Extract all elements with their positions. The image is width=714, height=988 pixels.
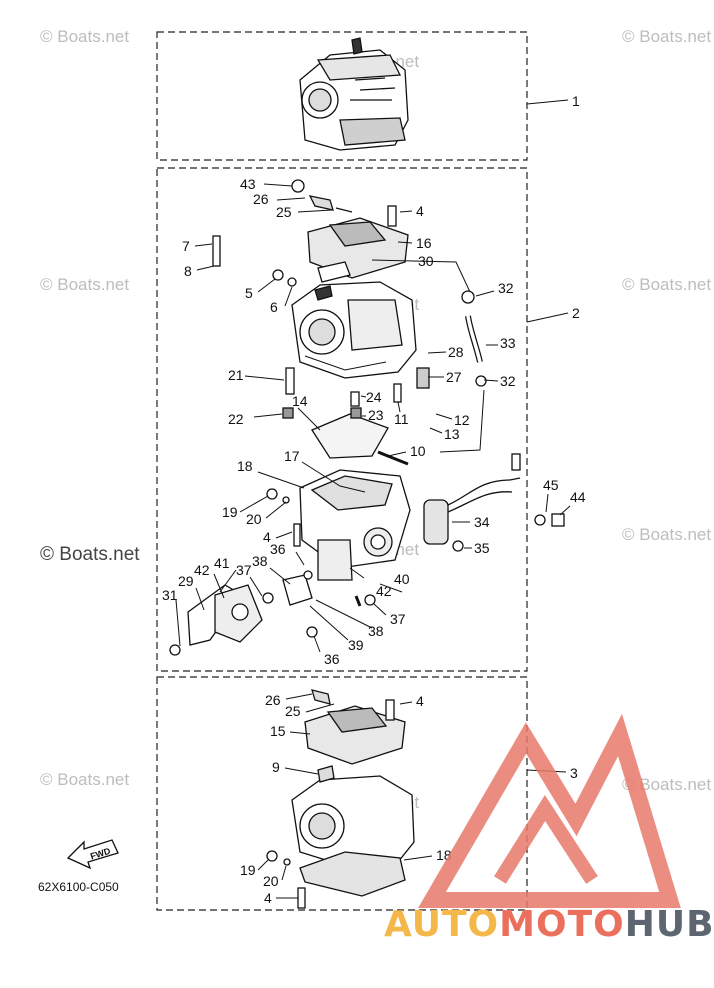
brand-part-moto: MOTO [499, 904, 625, 945]
callout-41: 41 [214, 555, 230, 571]
section-frames [156, 31, 528, 911]
carburetor-assembly-bottom [266, 689, 415, 909]
callout-5: 5 [245, 285, 253, 301]
callout-21: 21 [228, 367, 244, 383]
callout-40: 40 [394, 571, 410, 587]
callout-34: 34 [474, 514, 490, 530]
callout-13: 13 [444, 426, 460, 442]
callout-28: 28 [448, 344, 464, 360]
callout-1: 1 [572, 93, 580, 109]
watermark-text: © Boats.net [40, 770, 129, 789]
callout-26: 26 [253, 191, 269, 207]
callout-32: 32 [498, 280, 514, 296]
callout-44: 44 [570, 489, 586, 505]
callout-20: 20 [263, 873, 279, 889]
callout-38: 38 [252, 553, 268, 569]
callout-9: 9 [272, 759, 280, 775]
callout-33: 33 [500, 335, 516, 351]
callout-3: 3 [570, 765, 578, 781]
watermark-text: © Boats.net [40, 27, 129, 46]
callout-16: 16 [416, 235, 432, 251]
callout-38: 38 [368, 623, 384, 639]
callout-24: 24 [366, 389, 382, 405]
callout-20: 20 [246, 511, 262, 527]
callout-43: 43 [240, 176, 256, 192]
watermark-text: © Boats.net [622, 27, 711, 46]
callout-35: 35 [474, 540, 490, 556]
carburetor-assembly-top [299, 37, 409, 151]
frame-assembly-2 [156, 167, 528, 672]
callout-8: 8 [184, 263, 192, 279]
callout-31: 31 [162, 587, 178, 603]
callout-22: 22 [228, 411, 244, 427]
callout-4: 4 [416, 693, 424, 709]
callout-4: 4 [264, 890, 272, 906]
watermark-text: © Boats.net [40, 275, 129, 294]
watermark-text: © Boats.net [40, 544, 140, 565]
brand-part-auto: AUTO [384, 904, 500, 945]
watermark-text: © Boats.net [622, 525, 711, 544]
watermark-text: © Boats.net [622, 275, 711, 294]
callout-45: 45 [543, 477, 559, 493]
callout-39: 39 [348, 637, 364, 653]
callout-30: 30 [418, 253, 434, 269]
callout-19: 19 [222, 504, 238, 520]
callout-36: 36 [324, 651, 340, 667]
carburetor-assembly-middle [169, 179, 565, 656]
callout-29: 29 [178, 573, 194, 589]
callout-42: 42 [376, 583, 392, 599]
callout-25: 25 [276, 204, 292, 220]
callout-12: 12 [454, 412, 470, 428]
callout-4: 4 [263, 529, 271, 545]
frame-assembly-3 [156, 676, 528, 911]
fwd-arrow-icon: FWD [66, 839, 119, 870]
frame-assembly-1 [156, 31, 528, 161]
callout-32: 32 [500, 373, 516, 389]
brand-part-hub: HUB [624, 904, 714, 945]
callout-37: 37 [390, 611, 406, 627]
callout-23: 23 [368, 407, 384, 423]
callout-19: 19 [240, 862, 256, 878]
brand-wordmark: AUTOMOTOHUB [384, 904, 714, 945]
callout-36: 36 [270, 541, 286, 557]
callout-15: 15 [270, 723, 286, 739]
callout-7: 7 [182, 238, 190, 254]
callout-10: 10 [410, 443, 426, 459]
callout-6: 6 [270, 299, 278, 315]
callout-27: 27 [446, 369, 462, 385]
callout-37: 37 [236, 562, 252, 578]
callout-4: 4 [416, 203, 424, 219]
callout-25: 25 [285, 703, 301, 719]
leader-lines [175, 99, 571, 899]
callout-26: 26 [265, 692, 281, 708]
callout-14: 14 [292, 393, 308, 409]
callout-labels: 1 2 3 43 26 25 4 7 16 8 30 32 5 6 33 28 … [162, 93, 586, 906]
drawing-code: 62X6100-C050 [38, 880, 119, 894]
callout-42: 42 [194, 562, 210, 578]
callout-17: 17 [284, 448, 300, 464]
callout-11: 11 [394, 411, 409, 427]
callout-18: 18 [237, 458, 253, 474]
callout-2: 2 [572, 305, 580, 321]
automotohub-logo-icon [418, 713, 681, 908]
